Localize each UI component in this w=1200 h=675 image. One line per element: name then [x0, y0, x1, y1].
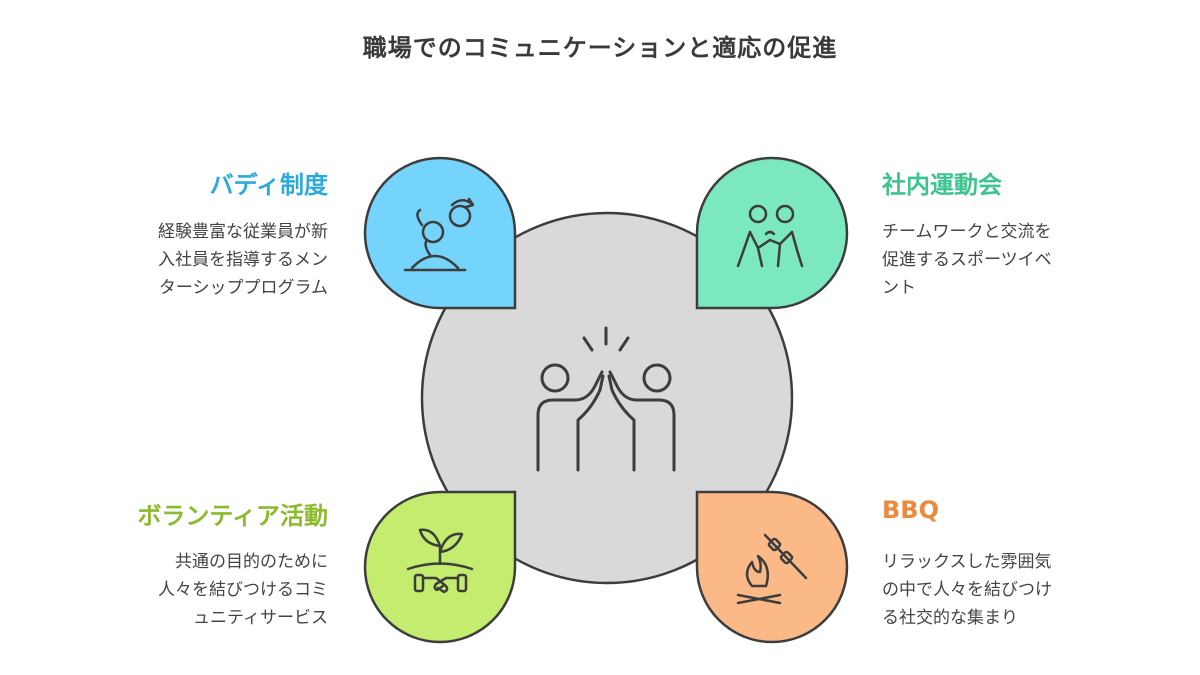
page-title: 職場でのコミュニケーションと適応の促進 — [362, 34, 838, 62]
bbq-description: リラックスした雰囲気 の中で人々を結びつけ る社交的な集まり — [882, 552, 1052, 628]
team-play-icon — [736, 204, 804, 268]
buddy-description: 経験豊富な従業員が新 入社員を指導するメン ターシッププログラム — [158, 222, 328, 298]
volunteer-heading: ボランティア活動 — [137, 502, 328, 530]
plant-handshake-icon — [406, 528, 474, 594]
campfire-skewer-icon — [736, 533, 808, 605]
high-five-icon — [536, 326, 676, 472]
volunteer-petal — [363, 490, 517, 644]
bbq-heading: BBQ — [882, 496, 939, 524]
buddy-heading: バディ制度 — [209, 171, 328, 199]
sports-heading: 社内運動会 — [882, 171, 1002, 199]
volunteer-description: 共通の目的のために 人々を結びつけるコミ ュニティサービス — [158, 552, 328, 628]
buddy-petal — [363, 156, 517, 310]
sports-description: チームワークと交流を 促進するスポーツイベ ント — [882, 222, 1052, 298]
bbq-petal — [695, 490, 849, 644]
mentor-icon — [403, 197, 475, 272]
